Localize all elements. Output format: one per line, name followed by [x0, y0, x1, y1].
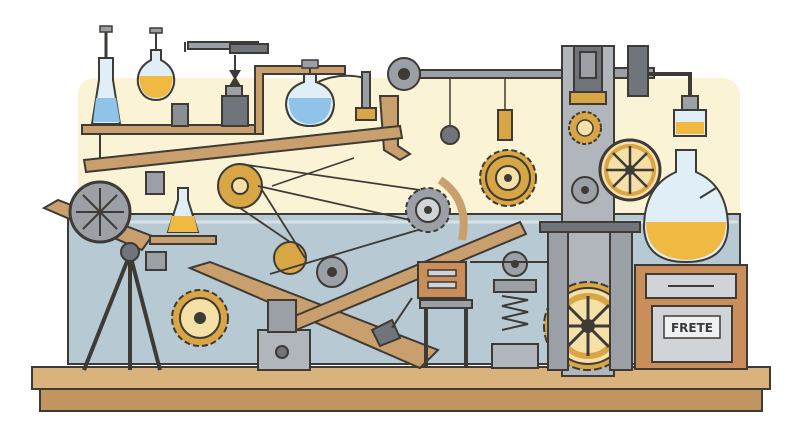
upper-lever-beam [82, 124, 404, 174]
middle-pulley-icon [316, 256, 348, 288]
blue-tall-flask-icon [90, 25, 122, 125]
left-wheel-icon [68, 180, 132, 244]
cabinet-label: FRETE [671, 321, 713, 335]
small-dropper-flask-icon [673, 95, 707, 137]
top-pulley-icon [387, 57, 421, 91]
large-yellow-flask-icon [642, 149, 730, 264]
lower-left-gear-icon [171, 289, 229, 347]
yellow-round-flask-icon [136, 27, 176, 102]
belt-pulley-bottom-icon [273, 241, 307, 275]
gear-top-right-icon [479, 149, 537, 207]
small-yellow-flask-icon [166, 187, 200, 233]
tower-small-gear-icon [568, 111, 602, 145]
tower-pulley-icon [571, 176, 599, 204]
control-box [417, 261, 467, 299]
belt-pulley-left-icon [217, 163, 263, 209]
wooden-base-top [31, 366, 771, 390]
tripod-stand [82, 253, 162, 371]
blue-round-flask-icon [284, 59, 336, 128]
wooden-base-bottom [39, 388, 763, 412]
right-flywheel-icon [598, 138, 662, 202]
drive-belt-icon [239, 163, 421, 275]
spring-press-icon [491, 279, 539, 369]
center-gear-icon [405, 187, 451, 233]
spring-pulley-icon [502, 251, 528, 277]
hanging-weight-icon [440, 125, 460, 145]
